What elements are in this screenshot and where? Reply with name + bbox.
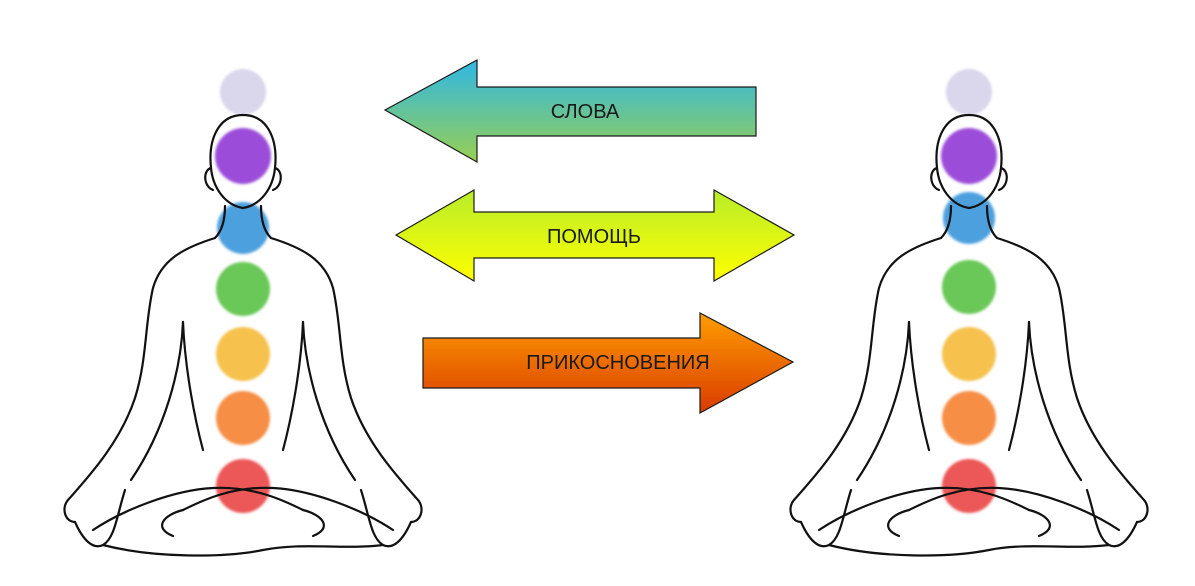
left-meditating-figure bbox=[63, 69, 423, 557]
throat-chakra-icon bbox=[943, 192, 995, 244]
throat-chakra-icon bbox=[217, 202, 269, 254]
right-chakra-column bbox=[941, 69, 997, 513]
heart-chakra-icon bbox=[216, 262, 270, 316]
right-meditating-figure bbox=[789, 69, 1149, 557]
solar-plexus-chakra-icon bbox=[942, 327, 996, 381]
arrow-right-icon bbox=[422, 312, 795, 415]
heart-chakra-icon bbox=[942, 260, 996, 314]
arrow-left-icon bbox=[383, 58, 757, 164]
arrow-pomosch-label: ПОМОЩЬ bbox=[547, 226, 641, 248]
arrow-pomosch: ПОМОЩЬ bbox=[394, 188, 796, 283]
left-chakra-column bbox=[215, 69, 271, 513]
sacral-chakra-icon bbox=[216, 391, 270, 445]
arrow-prikosnoveniya-label: ПРИКОСНОВЕНИЯ bbox=[526, 352, 709, 374]
arrow-slova: СЛОВА bbox=[383, 58, 757, 164]
crown-chakra-icon bbox=[220, 69, 266, 115]
sacral-chakra-icon bbox=[942, 391, 996, 445]
third-eye-chakra-icon bbox=[215, 128, 271, 184]
root-chakra-icon bbox=[942, 459, 996, 513]
arrow-both-icon bbox=[394, 188, 796, 283]
arrow-prikosnoveniya: ПРИКОСНОВЕНИЯ bbox=[422, 312, 795, 415]
solar-plexus-chakra-icon bbox=[216, 327, 270, 381]
crown-chakra-icon bbox=[946, 69, 992, 115]
root-chakra-icon bbox=[216, 459, 270, 513]
third-eye-chakra-icon bbox=[941, 128, 997, 184]
arrow-slova-label: СЛОВА bbox=[551, 101, 620, 123]
